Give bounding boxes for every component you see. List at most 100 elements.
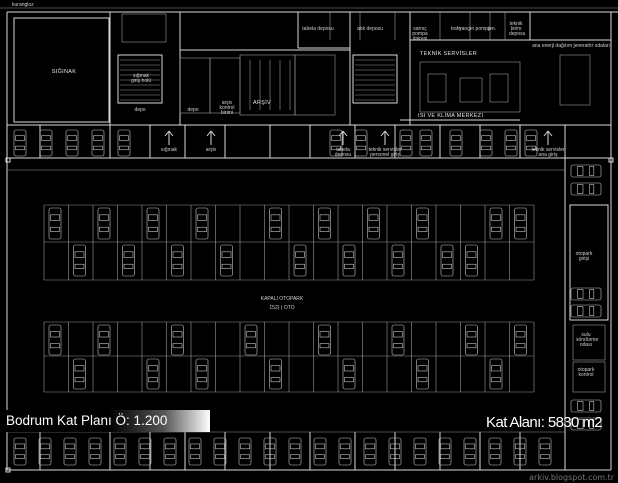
parked-car [570,287,602,301]
parked-car [570,399,602,413]
parked-car [88,437,102,466]
direction-arrow [543,130,549,137]
parked-car [188,437,202,466]
parked-car [391,324,405,356]
parked-car [504,129,518,157]
arrow-arsiv-label: arşiv [205,147,217,153]
parked-car [220,244,233,277]
parked-car [48,207,62,240]
parked-car [48,324,62,356]
oto-count-label: 152) ( OTO [269,305,295,311]
top-room-7-label: yangın pompa [459,26,491,32]
parked-car [342,244,356,277]
parked-car [488,437,502,466]
parked-car [419,129,433,157]
parked-car [440,244,454,277]
parked-car [338,437,352,466]
direction-arrow [380,130,386,137]
siginak-room [13,17,110,123]
arrow-teknik-label: teknik servisler personel giriş [368,147,402,158]
parked-car [195,207,209,240]
kapali-otopark-label: KAPALI OTOPARK [260,296,304,302]
parked-car [13,129,27,157]
parked-car [463,437,477,466]
depo-label-1: depo [134,107,146,113]
direction-arrow [164,130,170,137]
parked-car [514,324,527,356]
parked-car [73,244,86,277]
parked-car [514,207,527,240]
direction-arrow [168,130,174,137]
floor-area: Kat Alanı: 5830 m2 [486,414,603,431]
parked-car [367,207,380,240]
siginak-label: SIĞINAK [51,69,77,75]
direction-arrow [384,130,390,137]
parked-car [399,129,413,157]
parked-car [413,437,427,466]
arsiv-label: ARŞİV [252,100,272,106]
parked-car [570,164,602,178]
plan-rect [294,54,336,116]
direction-arrow [206,130,212,137]
top-room-1-label: tabela deposu [302,26,334,32]
parked-car [146,207,160,240]
column-mark [5,157,11,163]
parked-car [117,129,131,157]
plan-title: Bodrum Kat Planı Ö: 1.200 [0,410,210,432]
parked-car [91,129,105,157]
top-room-4-label: trafo [450,26,462,32]
plan-rect [459,77,483,103]
siginak-giris-label: sığınak giriş holü [130,73,151,84]
teknik-servisler-label: TEKNİK SERVİSLER [420,51,477,57]
parked-car [570,417,602,431]
korunglaz-label: kurangloz [12,2,34,8]
parked-car [538,437,552,466]
top-room-5-label: jen. [487,26,497,32]
parked-car [489,358,503,390]
direction-arrow [338,130,344,137]
parked-car [146,358,160,390]
parked-car [73,358,86,390]
ramp-room [569,204,609,321]
sprinkler-label: sulu söndürme odası [576,332,599,348]
parked-car [138,437,152,466]
parked-car [39,129,53,157]
parked-car [388,437,402,466]
arsiv-kontrol-label: arşiv kontrol birimi [219,100,235,116]
parked-car [238,437,252,466]
top-room-6-label: teknik birim deposu [509,21,526,37]
parked-car [318,207,331,240]
parked-car [195,358,209,390]
parked-car [449,129,463,157]
plan-rect [572,324,606,361]
parked-car [97,324,111,356]
arrow-siginak-label: sığınak [160,147,178,153]
top-room-3-label: sarnıç pompa dairesi [412,26,428,42]
parked-car [416,358,429,390]
parked-car [489,207,503,240]
parked-car [113,437,127,466]
parked-car [288,437,302,466]
direction-arrow [547,130,553,137]
parked-car [293,244,307,277]
top-room-8-label: ana enerji dağıtım jeneratör odaları [532,43,610,49]
parked-car [570,182,602,196]
column-mark [608,157,614,163]
parked-car [313,437,327,466]
parked-car [171,244,184,277]
parked-car [354,129,368,157]
plan-rect [427,73,447,103]
stair-core [117,54,163,104]
parked-car [363,437,377,466]
arrow-tabela-label: tabela deposu [334,147,352,158]
parked-car [122,244,135,277]
direction-arrow [210,130,216,137]
otopark-kontrol-label: otopark kontrol [577,367,595,378]
plan-rect [179,57,211,114]
parked-car [416,207,429,240]
parked-car [13,437,27,466]
parked-car [465,244,478,277]
parked-car [213,437,227,466]
parked-car [171,324,184,356]
